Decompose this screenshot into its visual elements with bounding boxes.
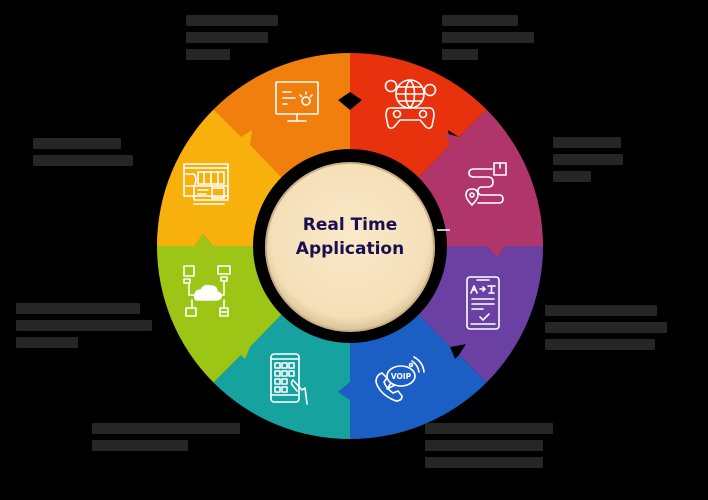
- voip-phone-icon: [375, 356, 425, 402]
- center-title-line2: Application: [295, 239, 405, 259]
- segment-yellow: [157, 109, 282, 246]
- cloud-network-icon: [183, 265, 231, 317]
- monitor-dashboard-icon: [275, 81, 319, 122]
- ring: [157, 52, 543, 439]
- segment-purple: [418, 246, 543, 383]
- label-purple: [545, 305, 667, 356]
- label-magenta: [553, 137, 623, 188]
- segment-red: [350, 52, 487, 178]
- delivery-tracking-route-icon: [465, 162, 507, 206]
- label-red: [442, 15, 534, 66]
- center-circle: [265, 162, 435, 332]
- label-yellow: [33, 138, 137, 172]
- web-dashboard-layout-icon: [183, 163, 229, 205]
- segment-blue: [338, 314, 487, 439]
- segment-magenta: [418, 109, 543, 258]
- label-teal: [92, 423, 242, 457]
- center-title-line1: Real Time: [302, 215, 398, 235]
- label-blue: [425, 423, 553, 474]
- multiplayer-game-controller-globe-icon: [384, 79, 437, 130]
- translation-document-icon: [466, 276, 500, 330]
- mobile-keypad-hand-icon: [270, 353, 308, 405]
- center-title: Real Time Application: [265, 213, 435, 261]
- segment-teal: [213, 314, 350, 439]
- segment-green: [157, 234, 282, 383]
- voip-text: VOIP: [391, 372, 412, 381]
- label-orange: [186, 15, 278, 66]
- label-green: [16, 303, 154, 354]
